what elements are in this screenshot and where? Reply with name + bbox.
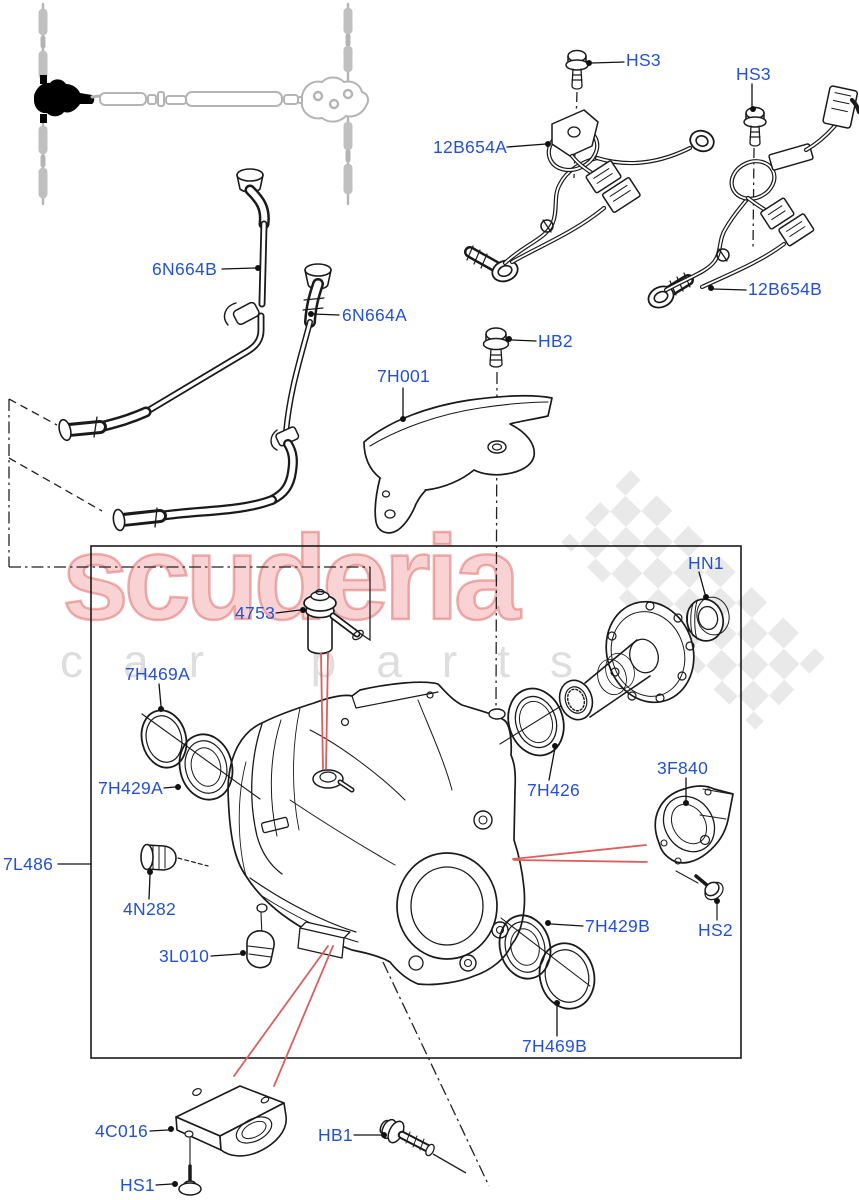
part-label-7l486: 7L486 <box>3 854 54 874</box>
part-label-7h469a: 7H469A <box>125 664 191 684</box>
module-4c016 <box>175 1085 287 1167</box>
part-label-4n282: 4N282 <box>123 899 177 919</box>
part-label-7h429a: 7H429A <box>98 778 164 798</box>
leader-dots <box>147 60 756 1187</box>
watermark-tagline: car parts <box>60 635 613 687</box>
part-label-hs2: HS2 <box>698 920 733 940</box>
part-label-hs1: HS1 <box>120 1175 155 1195</box>
screw-hs1 <box>178 1164 202 1196</box>
part-label-6n664b: 6N664B <box>152 259 218 279</box>
thumbnail-highlighted-unit <box>34 79 95 117</box>
plug-3l010 <box>246 930 275 969</box>
reference-lines <box>8 91 755 1187</box>
part-label-3f840: 3F840 <box>657 758 709 778</box>
bracket-7h001 <box>363 394 553 534</box>
leader-lines <box>57 61 753 1186</box>
part-label-12b654b: 12B654B <box>748 279 823 299</box>
part-label-7h426: 7H426 <box>527 780 581 800</box>
part-label-hs3-b: HS3 <box>736 64 771 84</box>
output-flange-assembly <box>499 596 730 757</box>
harness-12b654a <box>464 109 715 283</box>
watermark-brand: scuderia <box>61 511 522 645</box>
plug-4n282 <box>140 843 209 871</box>
screw-hs2 <box>694 874 724 921</box>
tube-6n664b <box>58 168 270 442</box>
part-label-hn1: HN1 <box>688 553 724 573</box>
seals-rear <box>498 914 596 1010</box>
tube-6n664a <box>112 263 332 532</box>
part-label-4753: 4753 <box>235 603 276 623</box>
collar-nut-hn1 <box>686 596 730 642</box>
parts-box-frame <box>90 545 742 1059</box>
part-label-4c016: 4C016 <box>95 1121 149 1141</box>
highlight-lines <box>233 652 648 1087</box>
seals-front <box>140 709 261 801</box>
part-label-7h429b: 7H429B <box>585 916 651 936</box>
part-label-hs3-a: HS3 <box>626 50 661 70</box>
transfer-case-7l486 <box>227 681 526 986</box>
cover-3f840 <box>654 785 734 884</box>
part-label-7h469b: 7H469B <box>522 1036 588 1056</box>
watermark-checkered-flag <box>561 470 825 730</box>
part-label-3l010: 3L010 <box>159 946 210 966</box>
harness-12b654b <box>647 85 859 309</box>
driveline-thumbnail <box>34 2 370 206</box>
part-label-12b654a: 12B654A <box>433 137 508 157</box>
part-label-hb2: HB2 <box>538 331 573 351</box>
part-label-hb1: HB1 <box>318 1125 353 1145</box>
bolt-hs3-b <box>743 106 767 147</box>
part-label-7h001: 7H001 <box>377 366 431 386</box>
bolt-hs3-a <box>565 49 589 90</box>
bolt-hb1 <box>379 1118 435 1157</box>
bolt-hb2 <box>482 327 510 368</box>
part-label-6n664a: 6N664A <box>342 305 408 325</box>
breather-valve-4753 <box>303 588 364 655</box>
